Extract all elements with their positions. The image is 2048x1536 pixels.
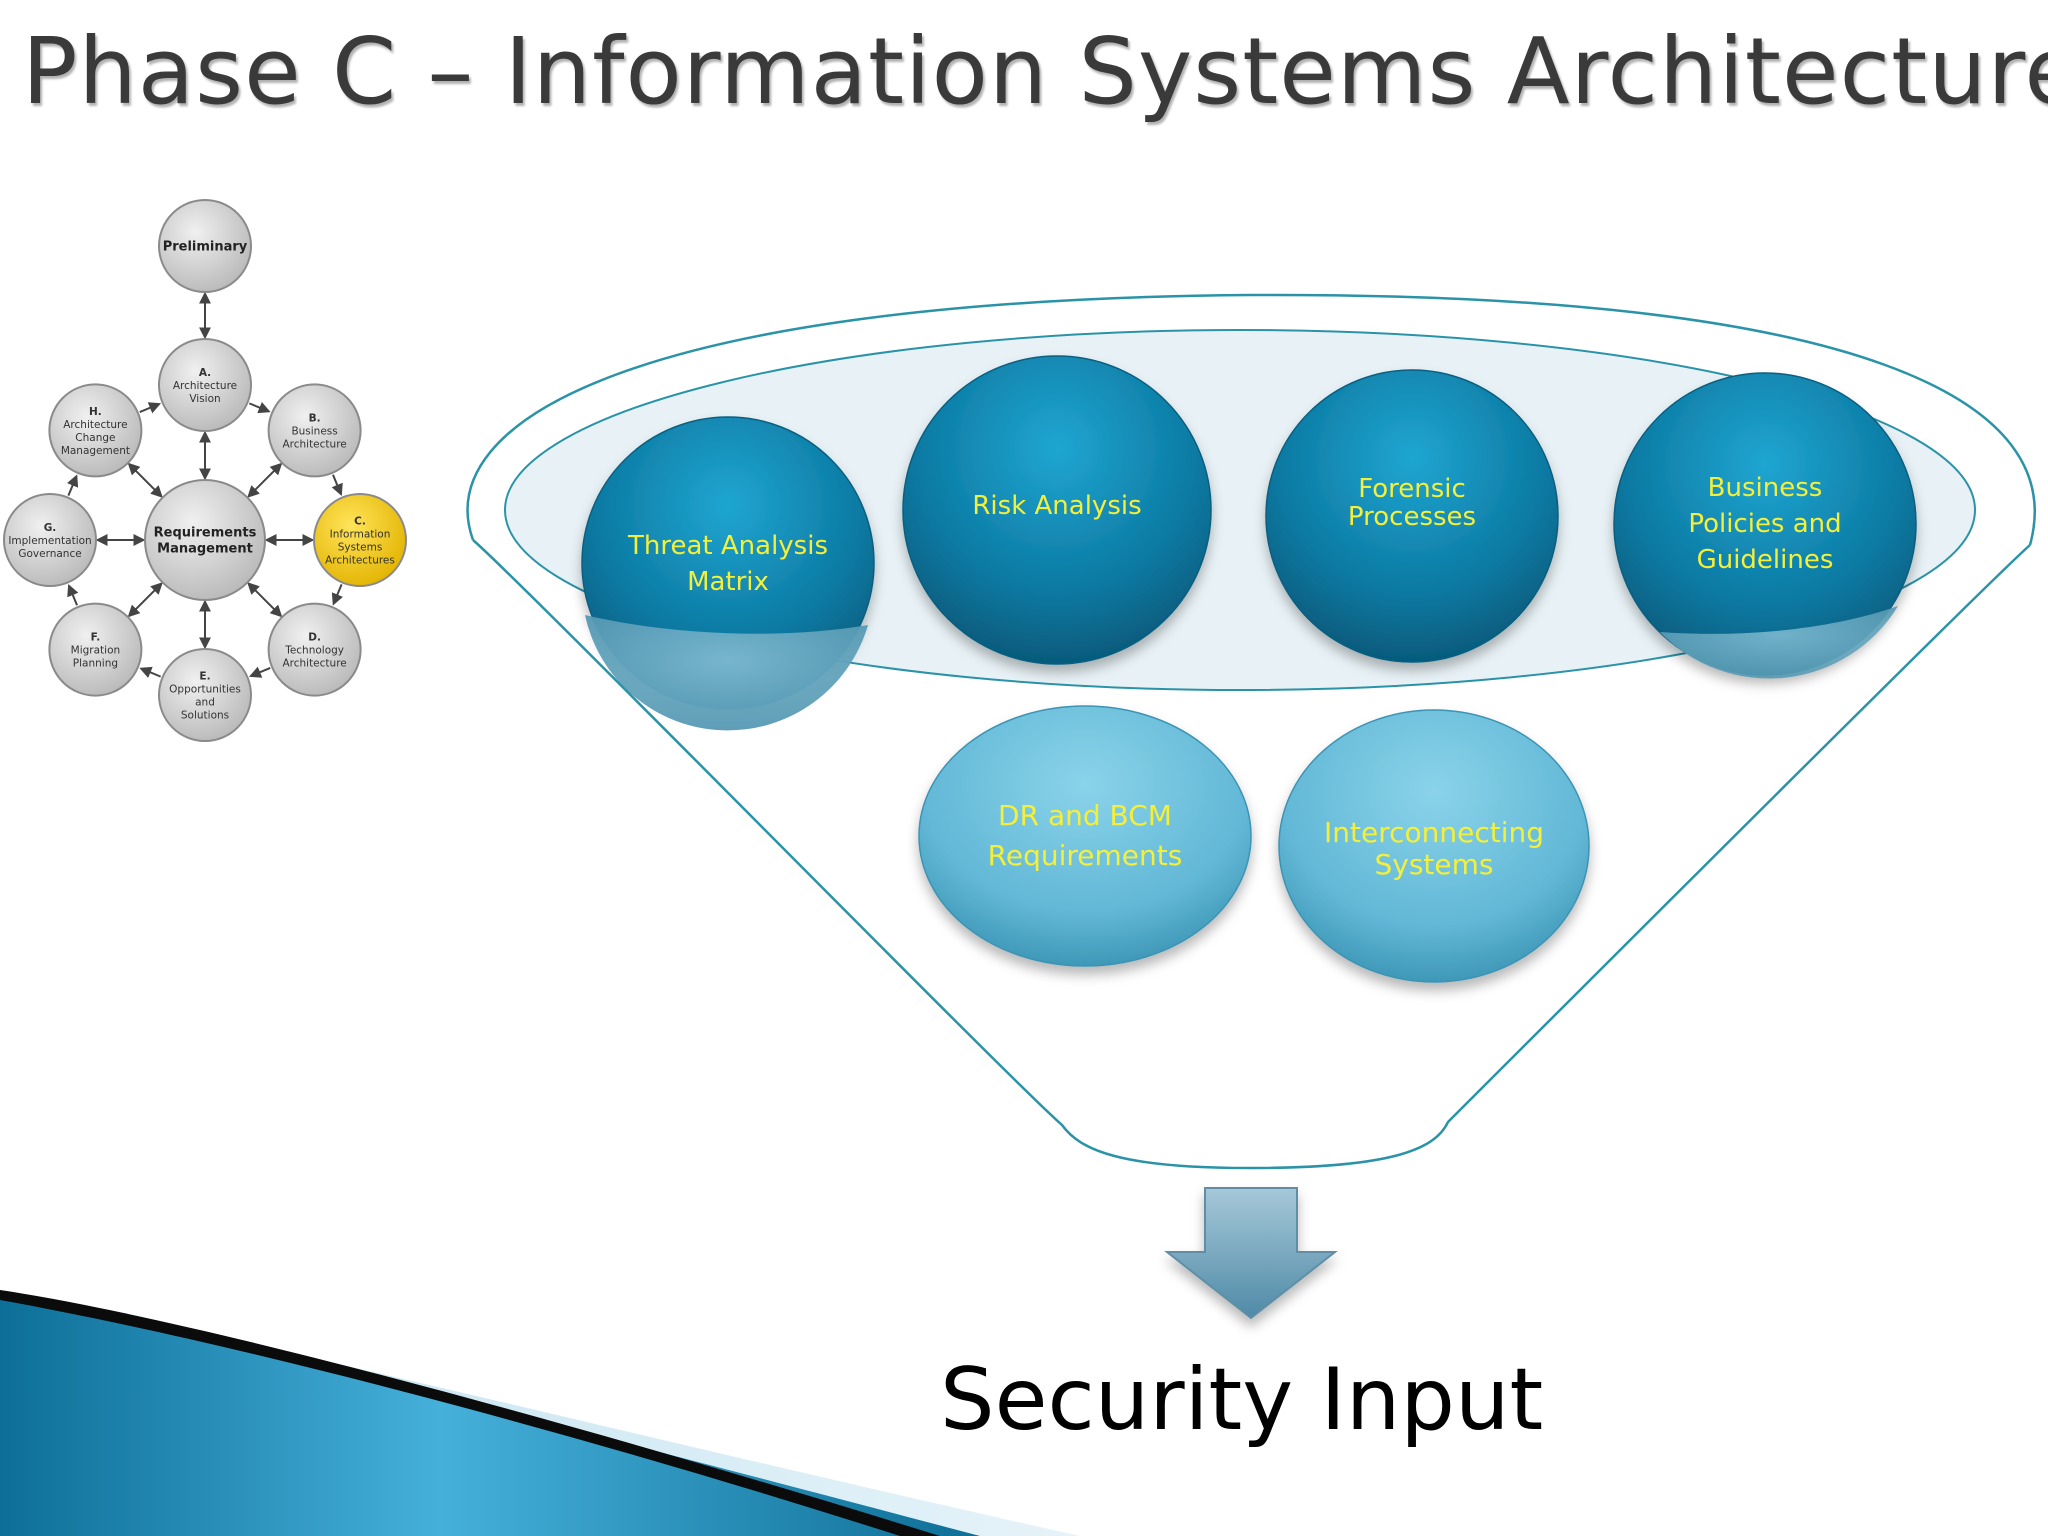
security-input-label: Security Input: [940, 1350, 1544, 1450]
funnel-band: [504, 329, 1976, 691]
funnel-rim-back: [466, 293, 2036, 546]
adm-label-preliminary: Preliminary: [163, 240, 248, 255]
adm-node-c: [313, 493, 407, 587]
adm-arrow-spoke: [247, 582, 283, 618]
adm-arrow-spoke: [247, 462, 283, 498]
adm-node-e: [158, 648, 252, 742]
adm-arrow-ring: [67, 583, 79, 606]
down-arrow-icon: [1164, 1187, 1338, 1320]
adm-arrow-spoke: [127, 462, 163, 498]
adm-arrow-ring: [248, 666, 271, 678]
input-ball-1-lower: [585, 615, 868, 731]
input-ball-5: [918, 705, 1252, 967]
input-ball-4-lower: [1660, 606, 1898, 679]
adm-node-g: [3, 493, 97, 587]
input-ball-3: [1265, 369, 1559, 663]
adm-arrow-ring: [331, 583, 343, 606]
adm-node-a: [158, 338, 252, 432]
input-label-2: Risk Analysis: [972, 491, 1141, 521]
adm-arrow-spoke: [127, 582, 163, 618]
input-ball-6: [1278, 709, 1590, 983]
adm-arrow-ring: [248, 402, 271, 414]
adm-node-preliminary: [158, 199, 252, 293]
adm-arrow-ring: [139, 666, 162, 678]
adm-node-requirements: [144, 479, 266, 601]
page-title: Phase C – Information Systems Architectu…: [22, 18, 2048, 125]
adm-node-b: [267, 383, 362, 478]
adm-node-f: [48, 602, 143, 697]
adm-arrow-ring: [67, 474, 79, 497]
adm-arrow-ring: [331, 474, 343, 497]
corner-swoosh: [0, 1290, 1080, 1536]
input-ball-2: [902, 355, 1212, 665]
adm-node-d: [267, 602, 362, 697]
funnel-body: [472, 539, 2031, 1170]
adm-arrow-ring: [139, 402, 162, 414]
adm-node-h: [48, 383, 143, 478]
